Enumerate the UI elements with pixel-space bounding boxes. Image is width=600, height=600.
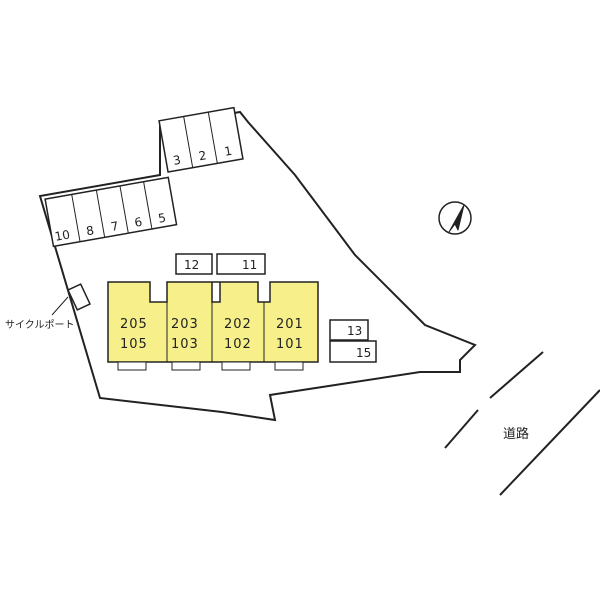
parking-space-label: 12 [184,258,199,272]
road-label: 道路 [503,426,529,442]
north-arrow-icon [438,201,472,235]
unit-201-101: 201 101 [276,317,304,352]
unit-upper-label: 201 [276,317,304,332]
parking-space-label: 8 [85,223,95,238]
parking-space-11 [216,253,266,275]
road-edge-left [489,351,544,399]
apartment-building [107,281,319,371]
unit-lower-label: 105 [120,337,148,352]
parking-space-label: 1 [223,144,233,159]
parking-top-row: 3 2 1 [158,106,244,173]
parking-space-13 [329,319,369,341]
road-edge-right [499,389,600,496]
site-boundary [38,110,477,422]
unit-205-105: 205 105 [120,317,148,352]
cycle-port-label: サイクルポート [5,319,75,331]
unit-203-103: 203 103 [171,317,199,352]
unit-lower-label: 101 [276,337,304,352]
parking-space-label: 7 [110,219,120,234]
unit-upper-label: 202 [224,317,252,332]
parking-space-label: 13 [347,324,362,338]
parking-space-label: 15 [356,346,371,360]
unit-lower-label: 103 [171,337,199,352]
parking-space-15 [329,340,377,363]
cycle-port: サイクルポート [5,283,91,331]
parking-space-label: 10 [54,227,71,243]
unit-202-102: 202 102 [224,317,252,352]
parking-space-label: 11 [242,258,257,272]
unit-upper-label: 203 [171,317,199,332]
parking-space-label: 2 [198,148,208,163]
unit-lower-label: 102 [224,337,252,352]
parking-space-label: 6 [133,215,143,230]
parking-space-12 [175,253,213,275]
road-edge-left-lower [444,409,479,449]
parking-space-label: 5 [157,211,167,226]
parking-left-row: 10 8 7 6 5 [44,176,178,248]
unit-upper-label: 205 [120,317,148,332]
parking-space-label: 3 [172,153,182,168]
